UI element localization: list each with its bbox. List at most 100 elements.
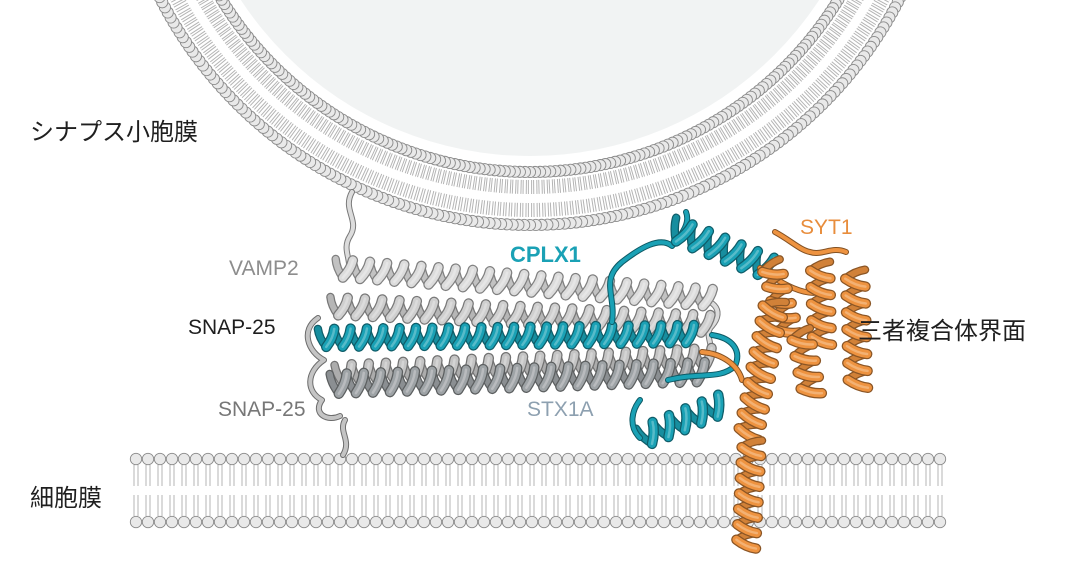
lipid-tail [566,201,569,216]
lipid-tail [774,116,785,129]
lipid-tail [853,32,866,42]
lipid-head [345,515,359,529]
lipid-tail [329,152,338,165]
lipid-tail [752,105,762,117]
lipid-tail [857,26,870,35]
lipid-tail [678,148,686,162]
lipid-tail [805,89,817,101]
lipid-tail [339,157,348,171]
lipid-tail [341,132,350,145]
lipid-tail [828,27,841,37]
lipid-tail [458,173,463,188]
lipid-tail [443,193,448,208]
lipid-tail [457,196,462,211]
snap25-membrane-linker [340,417,350,458]
lipid-head [585,452,599,466]
lipid-tail [216,23,229,33]
lipid-tail [718,128,727,141]
lipid-tail [715,156,723,169]
lipid-tail [677,173,685,188]
lipid-tail [463,197,467,212]
lipid-tail [347,135,356,149]
lipid-tail [427,166,432,181]
lipid-tail [652,183,658,197]
lipid-tail [404,183,411,198]
lipid-tail [618,169,623,183]
lipid-tail [822,71,834,82]
lipid-tail [803,58,815,69]
lipid-tail [482,177,486,192]
lipid-tail [179,9,192,18]
lipid-tail [558,201,561,216]
lipid-tail [754,131,764,144]
lipid-tail [197,37,210,47]
lipid-tail [819,75,831,86]
lipid-tail [676,149,684,163]
lipid-tail [724,124,733,137]
lipid-head [633,452,647,466]
lipid-tail [362,142,370,156]
lipid-tail [404,159,411,174]
lipid-tail [558,178,562,193]
lipid-tail [851,35,864,45]
lipid-tail [510,202,513,217]
lipid-tail [199,0,210,6]
lipid-tail [273,115,284,127]
lipid-tail [298,105,308,117]
lipid-head [465,515,479,529]
lipid-tail [731,146,740,160]
lipid-head [429,515,443,529]
lipid-tail [375,173,383,188]
lipid-head [621,515,635,529]
lipid-tail [220,65,233,76]
lipid-tail [231,42,243,53]
lipid-tail [584,175,588,190]
vamp2-label: VAMP2 [229,257,299,280]
lipid-tail [809,85,821,97]
lipid-tail [749,106,760,119]
lipid-tail [823,34,836,44]
lipid-tail [357,165,365,180]
lipid-tail [779,113,789,125]
lipid-tail [254,98,265,110]
lipid-tail [372,172,380,186]
lipid-head [165,515,179,529]
lipid-tail [842,6,856,15]
lipid-tail [859,23,872,32]
lipid-head [465,452,479,466]
lipid-tail [628,166,633,181]
cplx1-central-helix [313,319,700,353]
lipid-head [693,452,707,466]
lipid-tail [722,125,731,138]
lipid-tail [264,108,275,120]
lipid-head [801,515,815,529]
lipid-tail [448,195,453,210]
lipid-tail [628,190,634,204]
lipid-tail [213,19,226,29]
lipid-tail [461,174,466,189]
synaptotagmin-syt1 [699,229,874,554]
lipid-tail [292,100,302,113]
lipid-tail [472,175,476,190]
lipid-head [429,452,443,466]
lipid-tail [193,30,206,40]
lipid-tail [579,176,583,191]
lipid-tail [817,42,829,53]
lipid-tail [704,135,713,149]
lipid-head [849,515,863,529]
lipid-tail [474,199,478,214]
lipid-head [393,515,407,529]
lipid-tail [692,141,700,155]
lipid-head [297,452,311,466]
lipid-tail [322,147,331,161]
lipid-tail [413,186,419,201]
lipid-tail [324,149,333,163]
lipid-tail [201,2,215,11]
lipid-tail [360,167,368,181]
lipid-tail [320,146,329,160]
lipid-tail [870,4,884,13]
lipid-tail [654,158,661,172]
lipid-tail [245,91,257,103]
lipid-tail [866,12,880,21]
lipid-tail [479,176,483,191]
